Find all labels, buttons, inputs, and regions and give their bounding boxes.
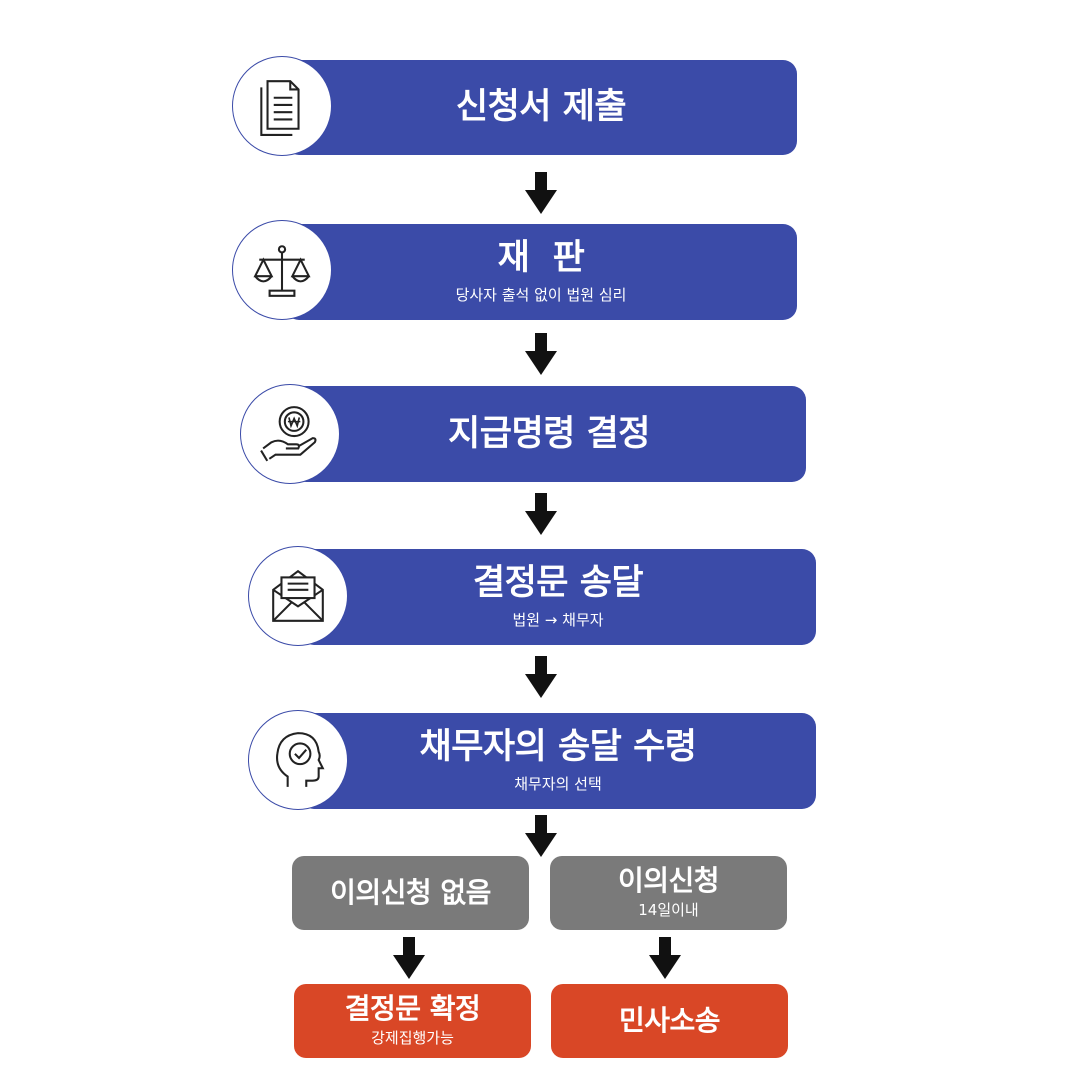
won-coin-hand-icon [260, 406, 317, 462]
step-title: 신청서 제출 [455, 87, 627, 128]
step-bar: 채무자의 송달 수령 채무자의 선택 [300, 713, 816, 809]
result-lawsuit: 민사소송 [551, 984, 788, 1058]
step-bar: 신청서 제출 [285, 60, 797, 155]
step-icon-circle [240, 384, 340, 484]
step-icon-circle [248, 710, 348, 810]
down-arrow-icon [525, 333, 557, 375]
step-subtitle: 당사자 출석 없이 법원 심리 [455, 285, 627, 304]
step-bar: 재 판 당사자 출석 없이 법원 심리 [285, 224, 797, 320]
step-icon-circle [232, 220, 332, 320]
step-bar: 지급명령 결정 [292, 386, 806, 482]
result-subtitle: 강제집행가능 [371, 1028, 454, 1047]
step-title: 재 판 [497, 238, 585, 279]
down-arrow-icon [525, 656, 557, 698]
down-arrow-icon [525, 172, 557, 214]
scales-icon [253, 245, 311, 297]
step-title: 결정문 송달 [472, 563, 644, 604]
step-icon-circle [248, 546, 348, 646]
step-title: 지급명령 결정 [448, 413, 650, 454]
step-subtitle: 채무자의 선택 [514, 774, 602, 793]
down-arrow-icon [393, 937, 425, 979]
result-title: 민사소송 [618, 1003, 721, 1037]
branch-no-objection: 이의신청 없음 [292, 856, 529, 930]
envelope-icon [272, 569, 324, 622]
branch-objection: 이의신청 14일이내 [550, 856, 787, 930]
step-bar: 결정문 송달 법원 → 채무자 [300, 549, 816, 645]
head-check-icon [276, 732, 325, 787]
step-icon-circle [232, 56, 332, 156]
branch-title: 이의신청 없음 [330, 875, 491, 909]
step-subtitle: 법원 → 채무자 [512, 610, 604, 629]
step-title: 채무자의 송달 수령 [419, 727, 697, 768]
document-icon [260, 80, 300, 136]
branch-subtitle: 14일이내 [638, 900, 699, 919]
result-confirmed: 결정문 확정 강제집행가능 [294, 984, 531, 1058]
down-arrow-icon [525, 815, 557, 857]
down-arrow-icon [649, 937, 681, 979]
branch-title: 이의신청 [617, 864, 720, 898]
result-title: 결정문 확정 [344, 992, 481, 1026]
down-arrow-icon [525, 493, 557, 535]
